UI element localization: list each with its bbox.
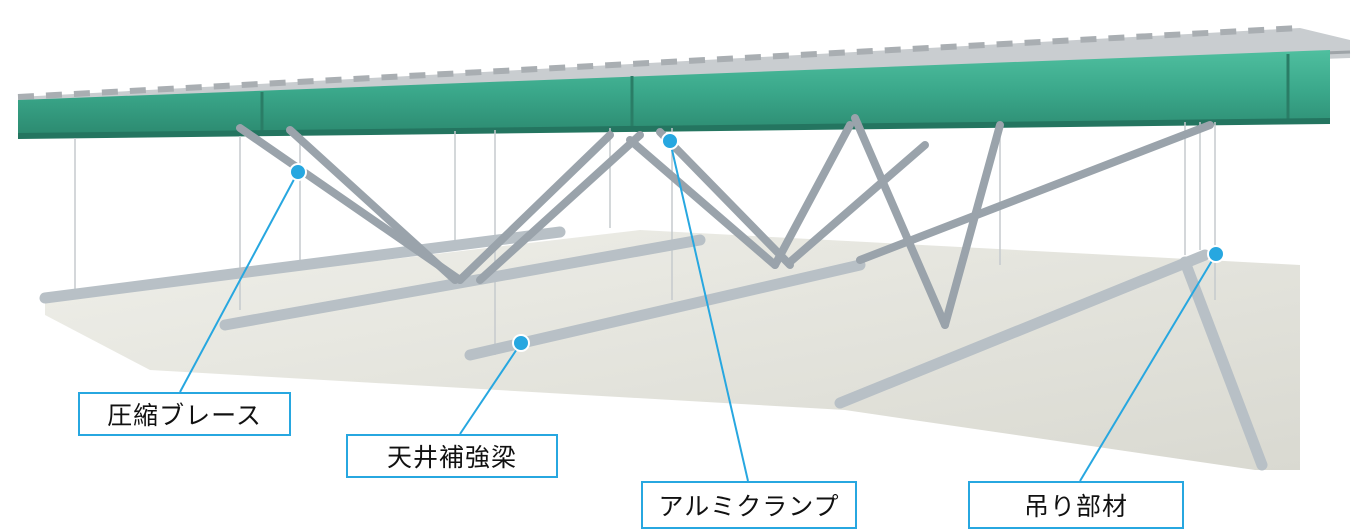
- leader-lines: [179, 140, 1217, 482]
- ceiling-panel: [45, 230, 1300, 470]
- ceiling-beam-marker: [512, 334, 530, 352]
- aluminum-clamp-marker: [661, 132, 679, 150]
- hanger-marker: [1207, 245, 1225, 263]
- compression-brace-label: 圧縮ブレース: [78, 392, 291, 436]
- hanger-label: 吊り部材: [968, 481, 1184, 529]
- marker-dots: [289, 132, 1225, 352]
- ceiling-beam-label: 天井補強梁: [346, 434, 558, 478]
- compression-brace-marker: [289, 163, 307, 181]
- compression-braces: [236, 114, 1214, 329]
- aluminum-clamp-label: アルミクランプ: [641, 481, 857, 529]
